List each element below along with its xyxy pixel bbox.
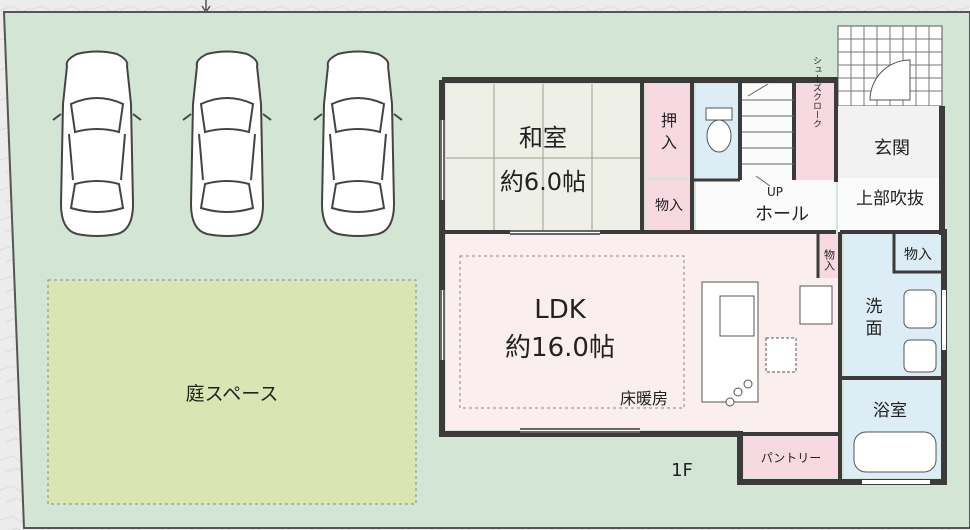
garden-area — [47, 279, 417, 505]
ldk-label: LDK — [534, 295, 587, 325]
washbasin-icon — [903, 289, 937, 373]
car-1-icon — [52, 50, 142, 237]
genkan-label: 玄関 — [874, 138, 910, 159]
staircase — [742, 83, 794, 187]
storage-room-1 — [646, 180, 692, 230]
entrance-tiles — [837, 25, 943, 107]
floor-heating-label: 床暖房 — [620, 389, 668, 408]
hall-room — [696, 180, 836, 232]
bathtub-icon — [853, 431, 937, 473]
senmen-label: 洗面 — [866, 297, 883, 339]
storage-label-3: 物入 — [904, 247, 932, 263]
fukinuke-area — [838, 178, 942, 232]
shoes-closet-label: シューズクローク — [811, 56, 822, 128]
genkan-room — [838, 106, 942, 178]
car-3-icon — [313, 50, 403, 237]
oshiire-room — [646, 84, 692, 178]
hall-label: ホール — [755, 204, 809, 225]
arrow-down-icon — [201, 0, 211, 14]
pantry-label: パントリー — [761, 451, 822, 465]
storage-room-2 — [818, 234, 840, 278]
up-label: UP — [767, 185, 783, 199]
bath-label: 浴室 — [873, 401, 907, 421]
garden-label: 庭スペース — [186, 383, 279, 405]
car-2-icon — [182, 50, 272, 237]
tatami-lines — [446, 84, 642, 232]
ldk-size: 約16.0帖 — [505, 333, 615, 363]
floor-label: 1F — [671, 460, 693, 481]
windows — [440, 120, 946, 484]
washitsu-size: 約6.0帖 — [500, 168, 586, 196]
toilet-icon — [705, 107, 733, 153]
fukinuke-label: 上部吹抜 — [856, 189, 924, 209]
storage-label-2: 物入 — [823, 248, 836, 271]
floor-heating-area — [459, 255, 685, 409]
storage-label-1: 物入 — [655, 198, 683, 214]
kitchen-counter — [701, 281, 833, 407]
walls — [439, 77, 947, 485]
washitsu-label: 和室 — [519, 124, 567, 152]
pantry-room — [744, 434, 838, 478]
oshiire-label: 押入 — [661, 111, 677, 152]
shoes-closet-room — [796, 84, 836, 180]
